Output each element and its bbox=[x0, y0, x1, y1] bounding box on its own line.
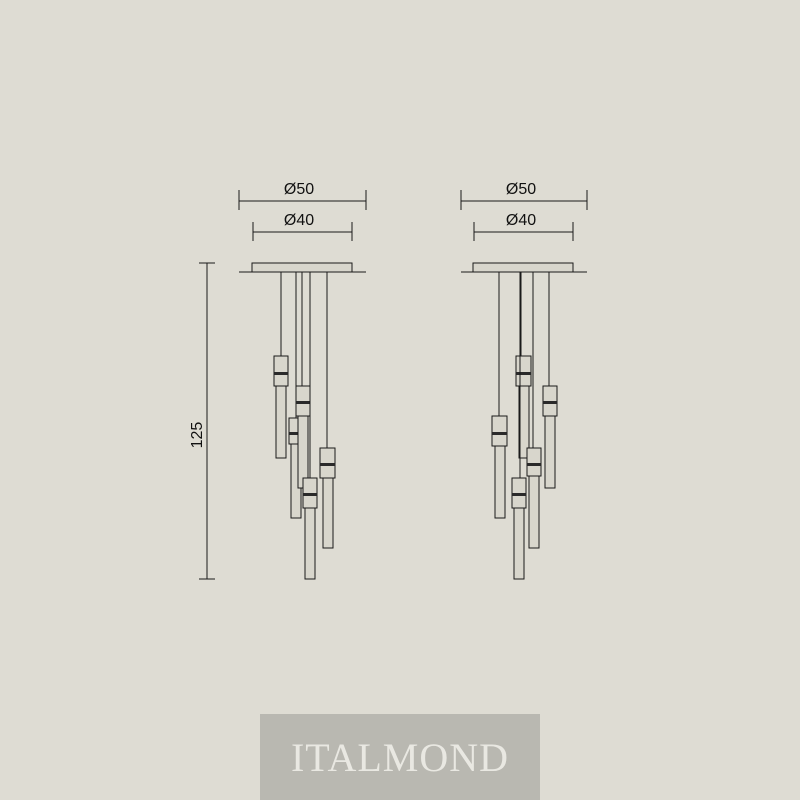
left-pendant-1 bbox=[273, 272, 289, 459]
right-pendant-2 bbox=[515, 272, 532, 459]
left-pendant-5 bbox=[319, 272, 336, 549]
right-view: Ø50 Ø40 bbox=[460, 181, 588, 580]
right-canopy bbox=[461, 262, 587, 273]
left-outer-diameter-label: Ø50 bbox=[284, 181, 314, 198]
right-pendant-1 bbox=[491, 272, 508, 519]
height-label: 125 bbox=[189, 422, 206, 449]
left-view: Ø50 Ø40 125 bbox=[189, 181, 367, 580]
left-inner-diameter-label: Ø40 bbox=[284, 212, 314, 229]
brand-logo-box: ITALMOND bbox=[260, 714, 540, 800]
right-pendant-5 bbox=[542, 272, 558, 489]
right-outer-diameter-dimension: Ø50 bbox=[460, 181, 588, 210]
left-pendant-4 bbox=[302, 272, 318, 580]
right-inner-diameter-dimension: Ø40 bbox=[473, 212, 574, 241]
right-inner-diameter-label: Ø40 bbox=[506, 212, 536, 229]
right-outer-diameter-label: Ø50 bbox=[506, 181, 536, 198]
left-outer-diameter-dimension: Ø50 bbox=[238, 181, 367, 210]
brand-logo-text: ITALMOND bbox=[290, 734, 510, 780]
left-canopy bbox=[239, 262, 366, 273]
right-pendant-3 bbox=[511, 272, 527, 580]
left-inner-diameter-dimension: Ø40 bbox=[252, 212, 353, 241]
height-dimension: 125 bbox=[189, 262, 215, 580]
left-pendant-3 bbox=[295, 272, 311, 489]
right-pendant-4 bbox=[526, 272, 542, 549]
